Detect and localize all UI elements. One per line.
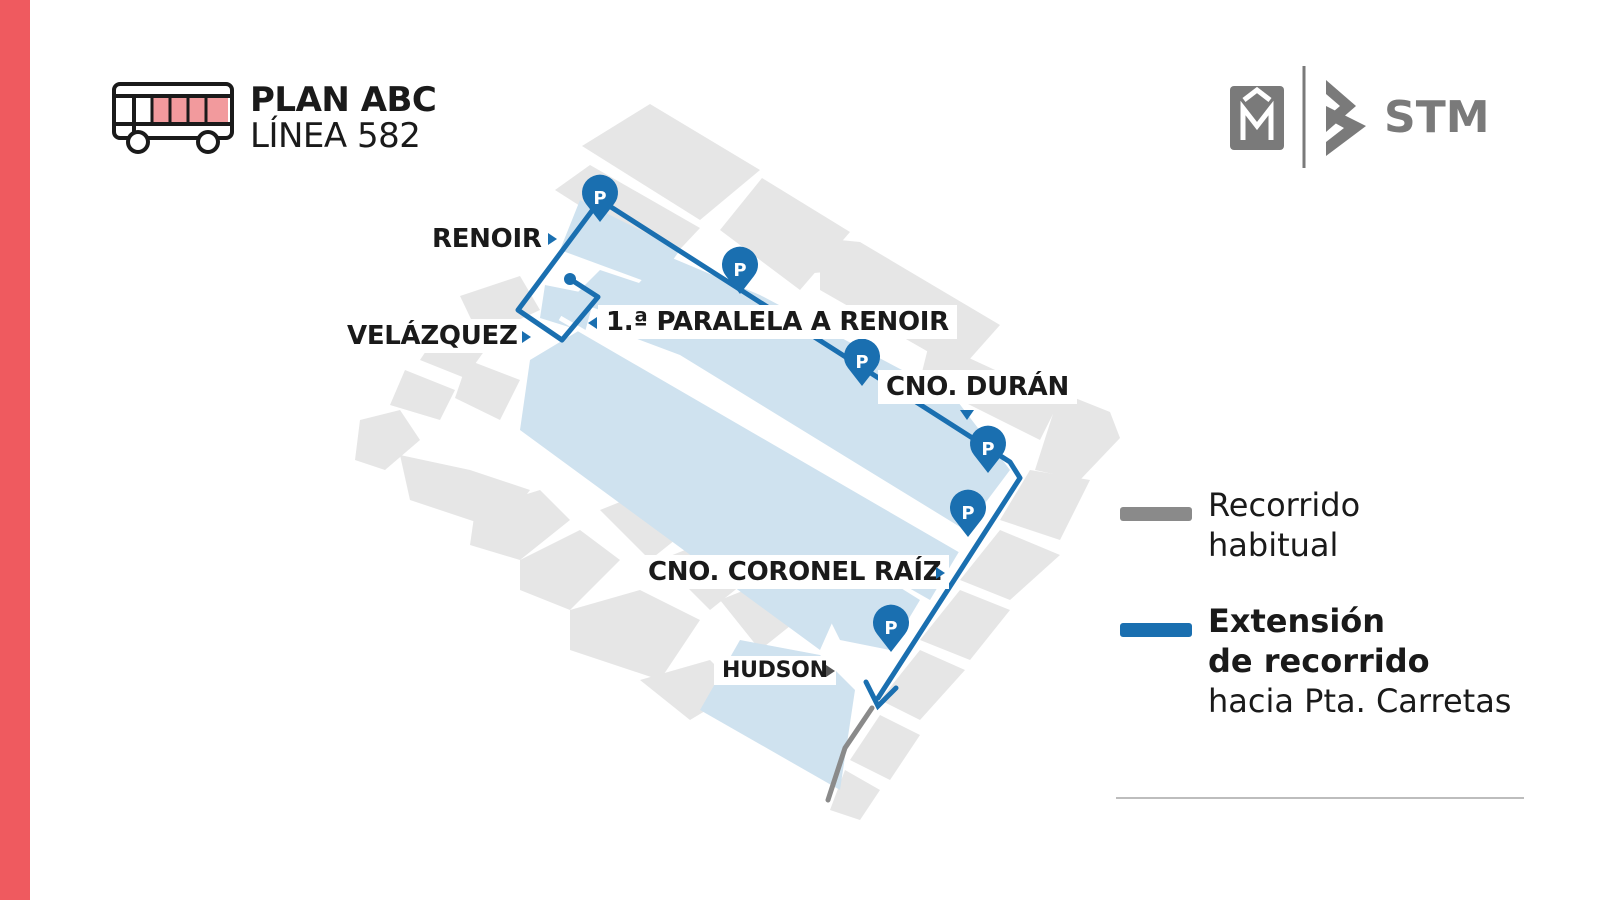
- logos: STM: [1230, 66, 1490, 168]
- bus-stop-pin[interactable]: P: [844, 338, 880, 386]
- legend-swatch-blue: [1120, 623, 1192, 637]
- legend-ext-line3: hacia Pta. Carretas: [1208, 682, 1512, 720]
- legend-swatch-grey: [1120, 507, 1192, 521]
- street-pointer: [522, 331, 531, 343]
- street-lines: [558, 315, 977, 553]
- bus-icon: [112, 82, 234, 154]
- bus-stop-pin[interactable]: P: [970, 425, 1006, 473]
- bus-stop-pin[interactable]: P: [722, 246, 758, 294]
- bus-stops: P P P P P P: [582, 174, 1006, 652]
- legend-usual-line2: habitual: [1208, 526, 1339, 564]
- street-label-velazquez: VELÁZQUEZ: [339, 319, 526, 353]
- street-pointer: [936, 567, 945, 579]
- street-pointer: [826, 665, 835, 677]
- street-label-hudson: HUDSON: [714, 656, 836, 685]
- legend: Recorrido habitual Extensión de recorrid…: [1120, 485, 1530, 721]
- legend-usual: Recorrido habitual: [1120, 485, 1530, 565]
- street-pointer: [588, 317, 597, 329]
- route-direction-arrow: [863, 679, 899, 711]
- svg-text:P: P: [981, 439, 994, 460]
- street-pointer: [548, 233, 557, 245]
- legend-ext-line2: de recorrido: [1208, 642, 1430, 680]
- svg-text:P: P: [884, 618, 897, 639]
- bus-stop-pin[interactable]: P: [950, 489, 986, 537]
- svg-text:P: P: [733, 260, 746, 281]
- usual-route: [825, 705, 875, 803]
- svg-text:P: P: [855, 352, 868, 373]
- legend-ext-line1: Extensión: [1208, 602, 1386, 640]
- svg-text:P: P: [961, 503, 974, 524]
- street-label-paralela: 1.ª PARALELA A RENOIR: [598, 305, 957, 339]
- street-pointer: [960, 410, 974, 420]
- legend-usual-line1: Recorrido: [1208, 486, 1361, 524]
- street-label-duran: CNO. DURÁN: [878, 370, 1077, 404]
- accent-stripe: [0, 0, 30, 900]
- street-label-coronel-raiz: CNO. CORONEL RAÍZ: [640, 555, 950, 589]
- bus-stop-pin[interactable]: P: [582, 174, 618, 222]
- plan-title: PLAN ABC: [250, 80, 437, 121]
- extension-route: [515, 197, 1023, 701]
- intendencia-m-icon: [1230, 86, 1284, 150]
- route-start-dot: [564, 273, 576, 285]
- line-number: LÍNEA 582: [250, 116, 421, 156]
- stm-chevrons-icon: [1326, 80, 1366, 156]
- bus-stop-pin[interactable]: P: [873, 604, 909, 652]
- stm-brand: STM: [1384, 92, 1490, 143]
- legend-divider: [1116, 797, 1524, 799]
- svg-text:P: P: [593, 188, 606, 209]
- street-label-renoir: RENOIR: [424, 222, 550, 256]
- header: PLAN ABC LÍNEA 582: [112, 80, 437, 158]
- legend-extension: Extensión de recorrido hacia Pta. Carret…: [1120, 601, 1530, 721]
